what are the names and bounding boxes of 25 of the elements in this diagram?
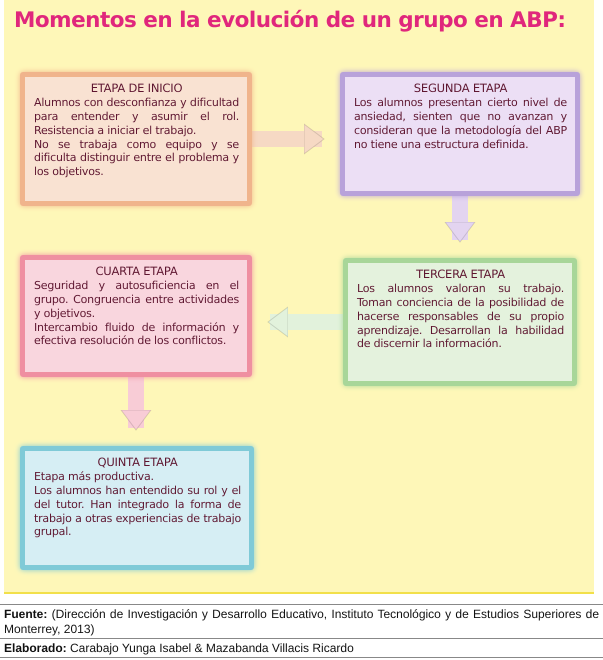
stage-box [340,72,580,196]
stage-heading: ETAPA DE INICIO [90,81,184,96]
stage-heading: CUARTA ETAPA [94,264,179,278]
stage-box [20,72,252,206]
arrow [252,124,324,154]
stage-heading: TERCERA ETAPA [415,267,506,282]
stage-description: Alumnos con desconfianza y dificultad para entender y asumir el rol. Resistencia a iniciar el trabajo. [34,96,239,138]
stage-description: Seguridad y autosuficiencia en el grupo. Congruencia entre actividades y objetivos. [34,279,239,321]
stage-heading: QUINTA ETAPA [96,455,179,470]
stage-box [343,258,577,386]
stage-box [20,446,254,570]
stage-description: Etapa más productiva. [34,470,155,484]
stage-description: Los alumnos presentan cierto nivel de ansiedad, sienten que no avanzan y consideran que la metodología del ABP no tiene una estructura definida. [354,96,567,152]
stage-description: Intercambio fluido de información y efectiva resolución de los conflictos. [34,320,239,348]
footnote: Elaborado: Carabajo Yunga Isabel & Mazabanda Villacis Ricardo [0,638,603,658]
arrow [268,306,343,338]
stage-heading: SEGUNDA ETAPA [412,81,508,96]
stage-description: No se trabaja como equipo y se dificulta distinguir entre el problema y los objetivos. [34,138,239,179]
stage-description: Los alumnos valoran su trabajo. Toman conciencia de la posibilidad de hacerse responsables de su propio aprendizaje. Desarrollan la habilidad de discernir la información. [357,282,564,352]
arrow [444,196,476,242]
arrow [120,377,152,430]
footnote: Fuente: (Dirección de Investigación y Desarrollo Educativo, Instituto Tecnológico y de Estudios Superiores de Monterrey, 2013) [0,604,603,639]
title: Momentos en la evolución de un grupo en ABP: [14,8,566,33]
stage-box [20,255,252,377]
stage-description: Los alumnos han entendido su rol y el del tutor. Han integrado la forma de trabajo a otras experiencias de trabajo grupal. [34,484,241,540]
